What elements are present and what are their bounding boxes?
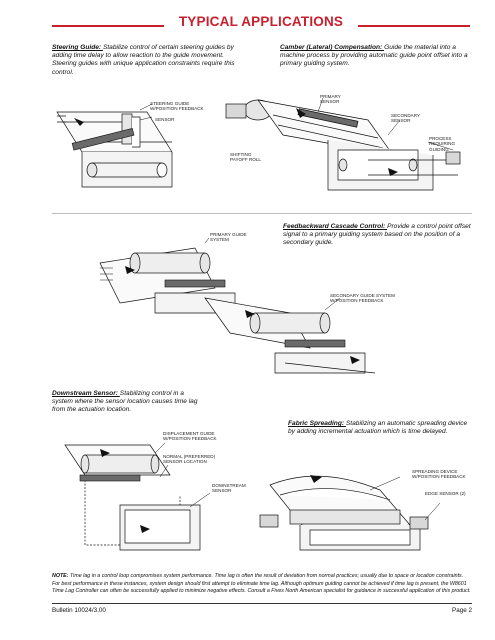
camber-heading: Camber (Lateral) Compensation:	[280, 44, 385, 51]
steering-guide-illustration	[56, 103, 173, 188]
callout-spreading-device: SPREADING DEVICE W/POSITION FEEDBACK	[412, 469, 466, 480]
cascade-illustration	[99, 238, 376, 374]
section-divider	[52, 213, 472, 214]
fabric-illustration	[259, 475, 441, 551]
downstream-illustration	[64, 442, 211, 551]
cascade-section: Feedbackward Cascade Control: Provide a …	[283, 223, 471, 248]
camber-section: Camber (Lateral) Compensation: Guide the…	[280, 44, 470, 69]
downstream-body: Stabilizing control in a system where th…	[52, 390, 198, 414]
callout-secondary-guide: SECONDARY GUIDE SYSTEM W/POSITION FEEDBA…	[330, 293, 395, 304]
callout-primary-sensor: PRIMARY SENSOR	[320, 94, 341, 105]
page-title: TYPICAL APPLICATIONS	[178, 14, 344, 29]
callout-sensor: SENSOR	[155, 117, 175, 122]
steering-guide-body: Stabilize control of certain steering gu…	[52, 44, 235, 76]
camber-body: Guide the material into a machine proces…	[280, 44, 468, 68]
title-banner: TYPICAL APPLICATIONS	[52, 14, 470, 38]
camber-illustration	[225, 97, 461, 191]
downstream-section: Downstream Sensor: Stabilizing control i…	[52, 390, 202, 415]
page-number: Page 2	[452, 607, 472, 614]
cascade-heading: Feedbackward Cascade Control:	[283, 223, 388, 230]
fabric-heading: Fabric Spreading:	[288, 420, 346, 427]
callout-downstream-sensor: DOWNSTREAM SENSOR	[212, 483, 246, 494]
note-text: Time lag in a control loop compromises s…	[52, 573, 471, 595]
callout-steering-feedback: STEERING GUIDE W/POSITION FEEDBACK	[150, 101, 204, 112]
footer-rule	[52, 603, 472, 604]
callout-displacement-guide: DISPLACEMENT GUIDE W/POSITION FEEDBACK	[163, 431, 217, 442]
callout-primary-guide: PRIMARY GUIDE SYSTEM	[210, 232, 247, 243]
steering-guide-heading: Steering Guide:	[52, 44, 103, 51]
steering-guide-section: Steering Guide: Stabilize control of cer…	[52, 44, 242, 77]
cascade-body: Provide a control point offset signal to…	[283, 223, 471, 247]
fabric-section: Fabric Spreading: Stabilizing an automat…	[288, 420, 468, 436]
callout-shifting-payoff: SHIFTING PAYOFF ROLL	[230, 152, 261, 163]
callout-secondary-sensor: SECONDARY SENSOR	[391, 113, 420, 124]
callout-edge-sensor: EDGE SENSOR (2)	[425, 491, 466, 496]
fabric-body: Stabilizing an automatic spreading devic…	[288, 420, 468, 436]
downstream-heading: Downstream Sensor:	[52, 390, 120, 397]
callout-normal-location: NORMAL (PREFERRED) SENSOR LOCATION	[163, 454, 216, 465]
note-paragraph: NOTE: Time lag in a control loop comprom…	[52, 573, 472, 596]
callout-process-guiding: PROCESS REQUIRING GUIDING	[429, 136, 456, 152]
title-rule-right	[358, 25, 470, 27]
title-rule-left	[52, 25, 164, 27]
bulletin-number: Bulletin 10024/3.00	[52, 607, 106, 614]
note-label: NOTE:	[52, 573, 70, 579]
